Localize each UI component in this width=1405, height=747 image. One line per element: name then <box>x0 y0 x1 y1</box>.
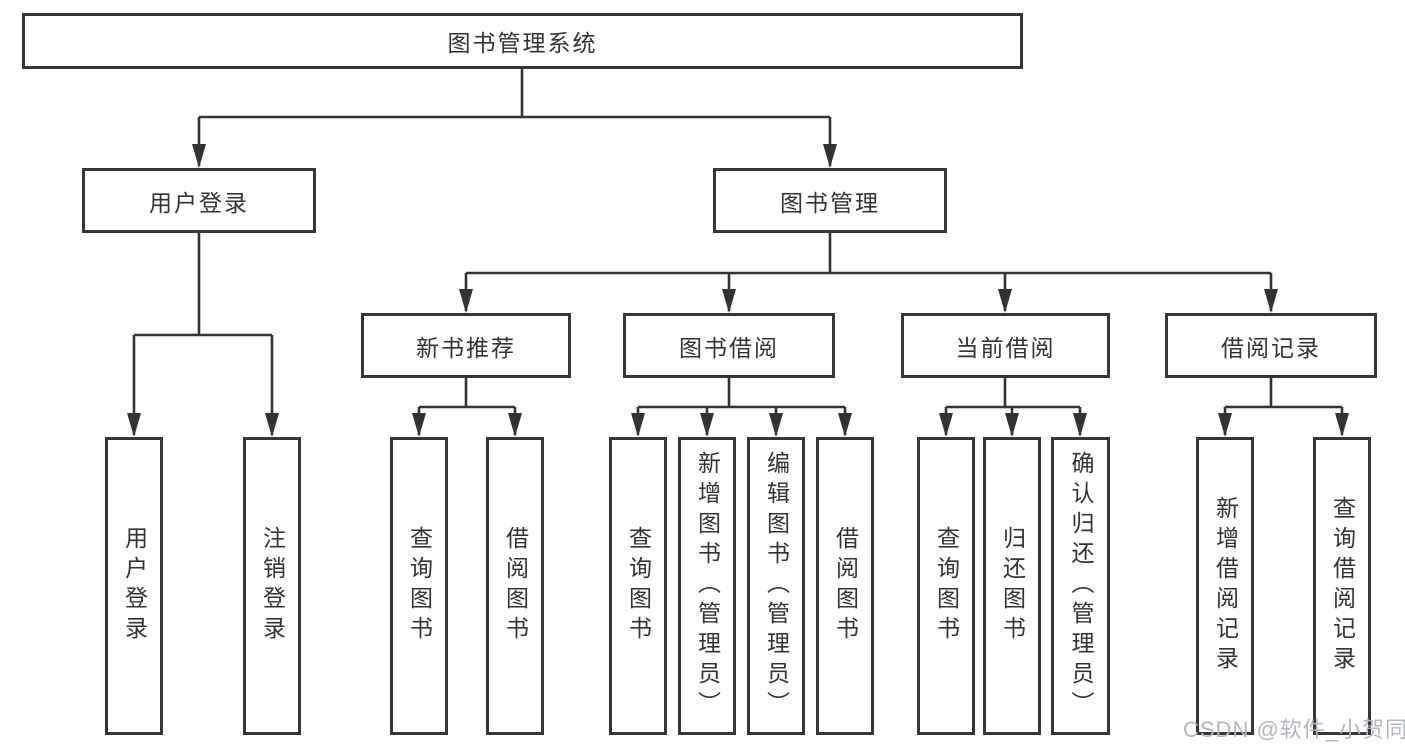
leaf-add-books-admin: 新增图书（管理员） <box>678 437 736 735</box>
node-borrowing-records: 借阅记录 <box>1165 313 1377 378</box>
node-book-management: 图书管理 <box>713 168 947 233</box>
leaf-user-login: 用户登录 <box>105 437 163 735</box>
node-user-login: 用户登录 <box>82 168 316 233</box>
node-book-borrowing: 图书借阅 <box>623 313 835 378</box>
leaf-logout: 注销登录 <box>243 437 301 735</box>
node-current-borrowing: 当前借阅 <box>901 313 1110 378</box>
leaf-edit-books-admin: 编辑图书（管理员） <box>747 437 805 735</box>
leaf-borrow-books-recommend: 借阅图书 <box>486 437 544 735</box>
leaf-return-books: 归还图书 <box>983 437 1041 735</box>
node-new-book-recommend: 新书推荐 <box>361 313 571 378</box>
leaf-query-books-current: 查询图书 <box>917 437 975 735</box>
leaf-query-books-borrowing: 查询图书 <box>609 437 667 735</box>
leaf-confirm-return-admin: 确认归还（管理员） <box>1051 437 1110 735</box>
leaf-add-borrow-record: 新增借阅记录 <box>1196 437 1254 735</box>
csdn-watermark: CSDN @软件_小贺同学 <box>1183 717 1405 742</box>
leaf-query-borrow-record: 查询借阅记录 <box>1313 437 1371 735</box>
leaf-query-books-recommend: 查询图书 <box>390 437 448 735</box>
node-library-management-system: 图书管理系统 <box>22 13 1023 69</box>
leaf-borrow-books: 借阅图书 <box>816 437 874 735</box>
